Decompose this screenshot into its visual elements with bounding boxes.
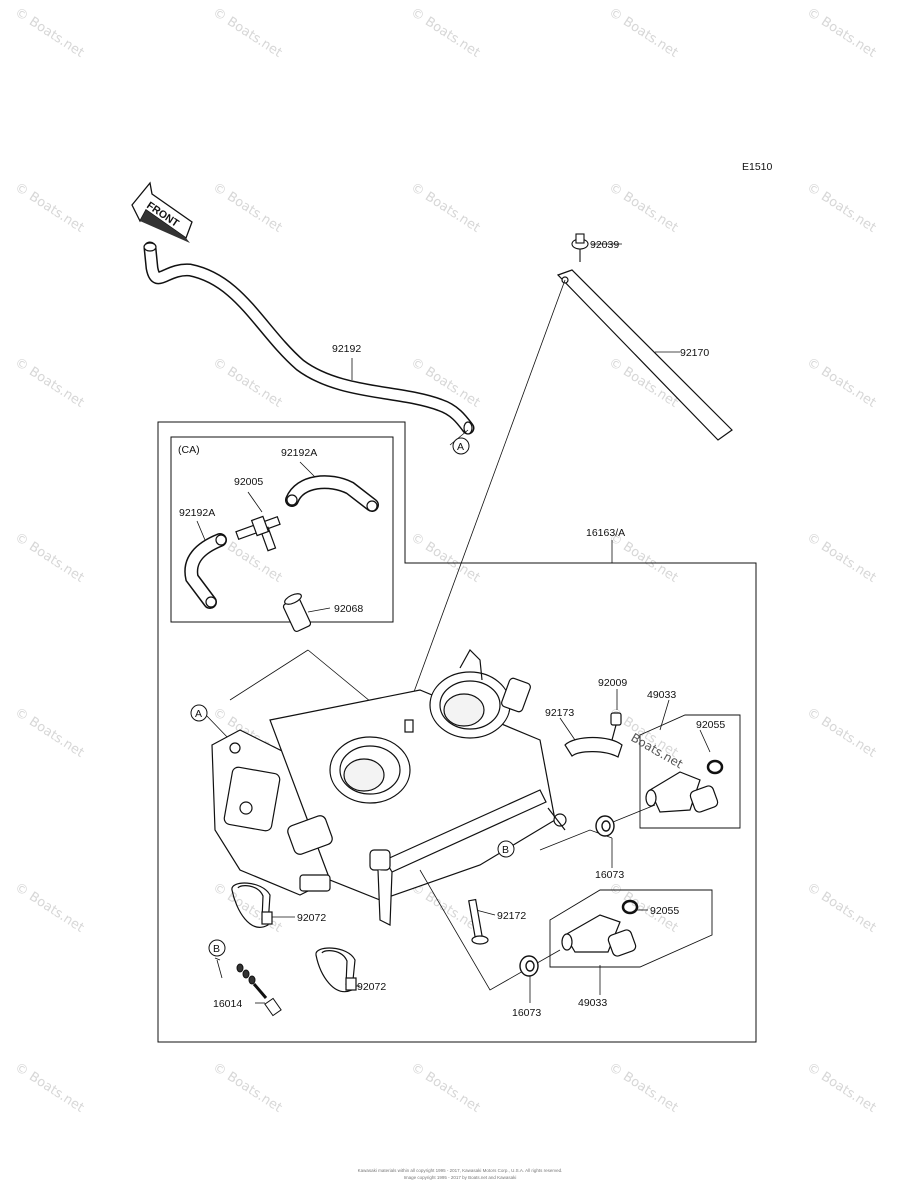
callout-b-right-label: B [502,844,509,856]
bolt-92039 [571,233,589,262]
injector-49033-top [645,771,719,813]
part-92009: 92009 [598,677,627,689]
seal-16073-top [595,815,615,837]
ca-hose-92192a-left [184,533,227,609]
part-92192a-left: 92192A [179,507,215,519]
part-16163a: 16163/A [586,527,625,539]
throttle-body-16163a [211,649,567,926]
screw-92172 [468,898,489,945]
part-92005: 92005 [234,476,263,488]
part-92173: 92173 [545,707,574,719]
cap-92068 [282,593,312,633]
part-16014: 16014 [213,998,242,1010]
part-16073-bottom: 16073 [512,1007,541,1019]
callout-b-left [208,939,226,957]
part-16073-top: 16073 [595,869,624,881]
overlay-watermark: Boats.net [629,730,686,771]
footer-line-1: Kawasaki materials within all copyright … [357,1168,563,1173]
leader-lines [196,243,711,1004]
clamp-92173 [564,736,623,758]
front-arrow: FRONT [131,181,193,243]
injector-box-bottom [549,889,713,968]
part-92072-left: 92072 [297,912,326,924]
callout-a-top-label: A [457,441,464,453]
ca-inset-box [170,436,394,623]
callout-b-right [497,840,515,858]
part-49033-bottom: 49033 [578,997,607,1009]
oring-92055-bottom [621,899,639,915]
callout-b-left-label: B [213,943,220,955]
part-92039: 92039 [590,239,619,251]
callout-a-left [190,704,208,722]
band-92072-left [231,882,273,928]
part-92055-top: 92055 [696,719,725,731]
breather-hose-92192 [143,241,475,435]
inset-label: (CA) [178,444,200,456]
ca-hose-92192a-top [285,475,379,512]
part-92172: 92172 [497,910,526,922]
seal-16073-bottom [519,955,539,977]
code-label: E1510 [742,161,773,173]
injector-box-top [639,714,741,829]
band-92072-bottom [315,947,357,993]
ca-tee-92005 [235,515,281,552]
injector-49033-bottom [561,914,637,957]
part-92192: 92192 [332,343,361,355]
callout-a-top [452,437,470,455]
part-92192a-top: 92192A [281,447,317,459]
part-92068: 92068 [334,603,363,615]
footer-line-2: Image copyright 1995 - 2017 by Boats.net… [403,1175,517,1180]
bolt-92009 [610,712,622,741]
screw-set-16014 [214,957,282,1017]
part-49033-top: 49033 [647,689,676,701]
assembly-frame-16163a [157,421,757,1043]
part-92055-bottom: 92055 [650,905,679,917]
oring-92055-top [706,759,724,775]
callout-a-left-label: A [195,708,202,720]
part-92072-bottom: 92072 [357,981,386,993]
part-92170: 92170 [680,347,709,359]
